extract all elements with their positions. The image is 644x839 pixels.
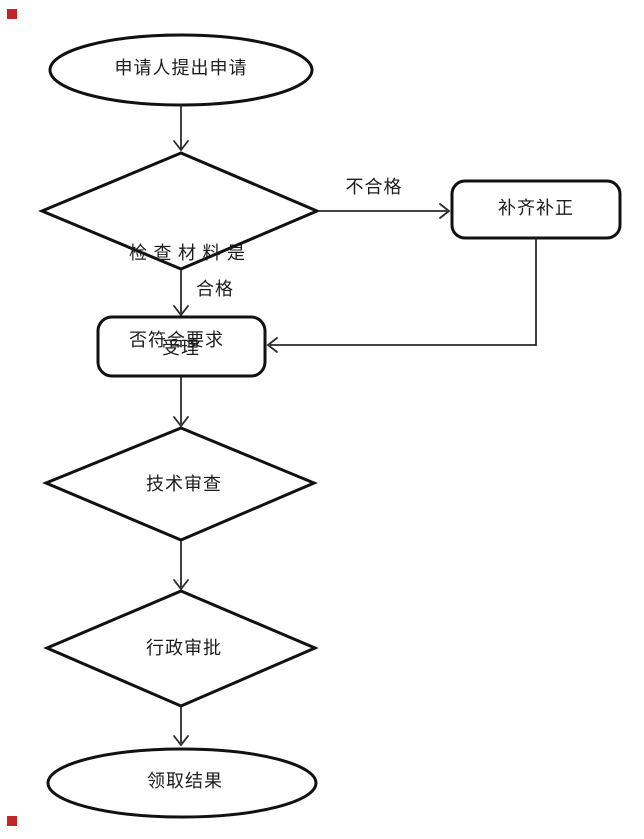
decision-check-shape: [38, 151, 321, 271]
arrowhead-down-icon: [173, 579, 189, 591]
arrowhead-down-icon: [173, 735, 189, 747]
arrowhead-down-icon: [173, 140, 189, 152]
decision-technical-shape: [42, 426, 318, 542]
arrowhead-down-icon: [173, 416, 189, 428]
decision-check-label: 检 查 材 料 是 否符合要求: [129, 181, 246, 413]
end-ellipse-shape: [46, 747, 318, 819]
decision-admin-label: 行政审批: [146, 638, 222, 658]
process-accept-shape: [96, 315, 267, 378]
end-node-label: 领取结果: [147, 771, 223, 791]
edge-label-pass: 合格: [196, 279, 234, 299]
process-supplement-shape: [450, 179, 622, 240]
arrowhead-down-icon: [173, 305, 189, 317]
decision-check-label-line1: 检 查 材 料 是: [129, 243, 246, 263]
start-node-label: 申请人提出申请: [114, 58, 248, 78]
decision-check-label-line2: 否符合要求: [129, 330, 224, 350]
decision-admin-shape: [43, 589, 319, 708]
process-accept-label: 受理: [162, 338, 200, 358]
process-supplement-label: 补齐补正: [498, 198, 574, 218]
edge-label-fail: 不合格: [345, 177, 403, 197]
decision-technical-label: 技术审查: [146, 474, 222, 494]
red-square-marker-top-left-icon: [7, 9, 17, 19]
edge-supplement-to-accept: [270, 239, 537, 346]
red-square-marker-bottom-left-icon: [7, 816, 17, 826]
arrowhead-left-icon: [266, 337, 278, 353]
arrowhead-right-icon: [439, 203, 451, 219]
